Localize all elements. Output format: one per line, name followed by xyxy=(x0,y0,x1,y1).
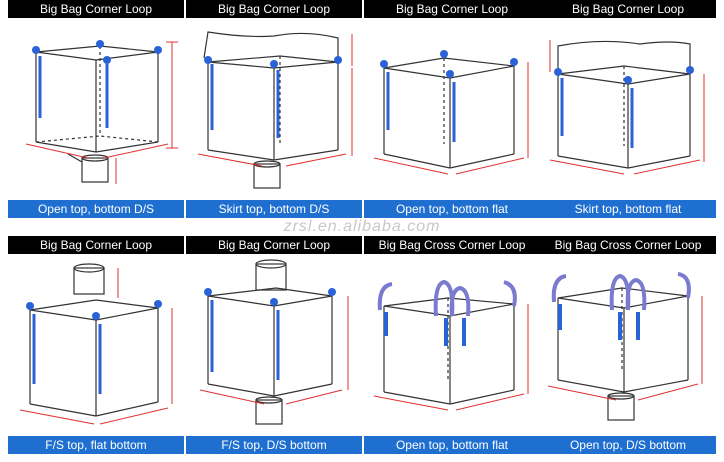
panel-1: Big Bag Corner Loop Open top, bottom D/S xyxy=(8,0,184,218)
panel-caption: Open top, bottom flat xyxy=(364,200,540,218)
panel-2: Big Bag Corner Loop Skirt top, bottom D/… xyxy=(186,0,362,218)
panel-title: Big Bag Corner Loop xyxy=(8,0,184,18)
panel-caption: Skirt top, bottom D/S xyxy=(186,200,362,218)
bag-diagram xyxy=(19,263,173,425)
bag-diagram xyxy=(549,40,705,175)
panel-title: Big Bag Corner Loop xyxy=(186,236,362,254)
panel-4: Big Bag Corner Loop Skirt top, bottom fl… xyxy=(540,0,716,218)
panel-title: Big Bag Corner Loop xyxy=(364,0,540,18)
panel-8: Big Bag Cross Corner Loop Open top, D/S … xyxy=(540,236,716,454)
bag-diagram xyxy=(373,50,529,175)
panel-title: Big Bag Corner Loop xyxy=(8,236,184,254)
panel-title: Big Bag Corner Loop xyxy=(540,0,716,18)
panel-title: Big Bag Cross Corner Loop xyxy=(540,236,716,254)
panel-caption: F/S top, D/S bottom xyxy=(186,436,362,454)
panel-caption: Skirt top, bottom flat xyxy=(540,200,716,218)
bag-diagram xyxy=(547,272,703,421)
bag-diagram xyxy=(25,40,178,184)
bag-diagram xyxy=(373,279,529,411)
panel-6: Big Bag Corner Loop F/S top, D/S bottom xyxy=(186,236,362,454)
panel-3: Big Bag Corner Loop Open top, bottom fla… xyxy=(364,0,540,218)
panel-title: Big Bag Corner Loop xyxy=(186,0,362,18)
panel-caption: Open top, bottom D/S xyxy=(8,200,184,218)
bag-diagram xyxy=(199,259,349,425)
panel-caption: Open top, bottom flat xyxy=(364,436,540,454)
panel-title: Big Bag Cross Corner Loop xyxy=(364,236,540,254)
panel-caption: F/S top, flat bottom xyxy=(8,436,184,454)
watermark: zrsl.en.alibaba.com xyxy=(283,218,441,235)
panel-5: Big Bag Corner Loop F/S top, flat bottom xyxy=(8,236,184,454)
bag-diagram xyxy=(197,31,353,189)
panel-caption: Open top, D/S bottom xyxy=(540,436,716,454)
panel-7: Big Bag Cross Corner Loop Open top, bott… xyxy=(364,236,540,454)
